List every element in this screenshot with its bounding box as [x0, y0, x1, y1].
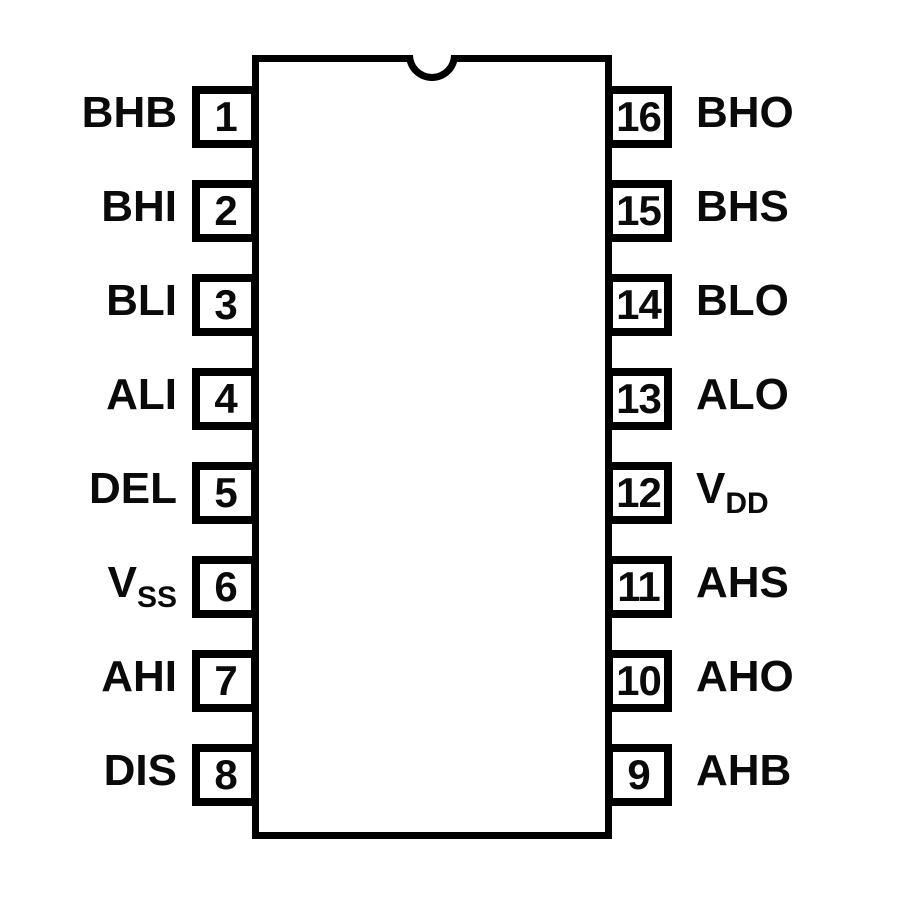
pin-label-11: AHS: [672, 561, 789, 613]
pin-number-12: 12: [616, 469, 662, 516]
pin-box-8: 8: [192, 744, 259, 806]
pin-box-9: 9: [605, 744, 672, 806]
pin-label-text: AHI: [101, 652, 177, 701]
pin-box-5: 5: [192, 462, 259, 524]
pin-row-14: 14 BLO: [605, 274, 895, 336]
pin-number-6: 6: [214, 563, 237, 610]
pin-label-5: DEL: [20, 467, 192, 519]
pin-number-3: 3: [214, 281, 237, 328]
pin-number-16: 16: [616, 93, 662, 140]
pin-label-16: BHO: [672, 91, 794, 143]
pin-number-11: 11: [617, 563, 660, 610]
pin-number-10: 10: [616, 657, 662, 704]
pin-label-text: V: [107, 558, 137, 607]
pin-box-14: 14: [605, 274, 672, 336]
pin-label-4: ALI: [20, 373, 192, 425]
pin-label-8: DIS: [20, 749, 192, 801]
pin-number-1: 1: [214, 93, 237, 140]
pin-label-2: BHI: [20, 185, 192, 237]
pin-label-text: ALO: [696, 370, 789, 419]
pin-row-2: BHI 2: [20, 180, 259, 242]
pin-row-16: 16 BHO: [605, 86, 895, 148]
pin-label-text: BHB: [81, 88, 177, 137]
pin-number-7: 7: [214, 657, 237, 704]
pin-number-5: 5: [214, 469, 237, 516]
pin-number-13: 13: [616, 375, 662, 422]
pin-row-10: 10 AHO: [605, 650, 895, 712]
pin-label-subscript: DD: [725, 487, 769, 520]
pin-number-2: 2: [214, 187, 237, 234]
pin-box-2: 2: [192, 180, 259, 242]
pin-box-13: 13: [605, 368, 672, 430]
pin-number-9: 9: [627, 751, 650, 798]
pin-box-6: 6: [192, 556, 259, 618]
pin-box-10: 10: [605, 650, 672, 712]
pin-box-15: 15: [605, 180, 672, 242]
pin-label-9: AHB: [672, 749, 791, 801]
pin-label-7: AHI: [20, 655, 192, 707]
pin-label-text: DEL: [89, 464, 177, 513]
pin-label-15: BHS: [672, 185, 789, 237]
pin-number-4: 4: [214, 375, 237, 422]
pin-label-text: V: [696, 464, 726, 513]
pin-label-text: AHS: [696, 558, 789, 607]
pin-label-14: BLO: [672, 279, 789, 331]
pin-box-11: 11: [605, 556, 672, 618]
pin-row-11: 11 AHS: [605, 556, 895, 618]
pin-label-text: BHO: [696, 88, 794, 137]
pin-number-15: 15: [616, 187, 662, 234]
pin-label-subscript: SS: [136, 581, 177, 614]
pin-row-12: 12 VDD: [605, 462, 895, 524]
pin-box-16: 16: [605, 86, 672, 148]
pin-label-13: ALO: [672, 373, 789, 425]
pin-row-8: DIS 8: [20, 744, 259, 806]
pin-row-13: 13 ALO: [605, 368, 895, 430]
pin-row-3: BLI 3: [20, 274, 259, 336]
pin1-orientation-notch-icon: [406, 55, 458, 81]
pin-label-12: VDD: [672, 467, 769, 519]
pin-row-1: BHB 1: [20, 86, 259, 148]
pin-row-4: ALI 4: [20, 368, 259, 430]
pin-label-text: BHI: [101, 182, 177, 231]
pin-row-5: DEL 5: [20, 462, 259, 524]
pin-box-7: 7: [192, 650, 259, 712]
pin-label-6: VSS: [20, 561, 192, 613]
pin-row-15: 15 BHS: [605, 180, 895, 242]
pin-label-1: BHB: [20, 91, 192, 143]
pin-label-text: BLO: [696, 276, 789, 325]
pin-row-9: 9 AHB: [605, 744, 895, 806]
pin-box-1: 1: [192, 86, 259, 148]
pin-row-7: AHI 7: [20, 650, 259, 712]
pin-label-text: DIS: [103, 746, 177, 795]
pin-label-text: AHB: [696, 746, 792, 795]
pin-label-text: BHS: [696, 182, 789, 231]
pin-box-3: 3: [192, 274, 259, 336]
pin-box-4: 4: [192, 368, 259, 430]
pin-label-text: ALI: [106, 370, 177, 419]
pin-label-text: AHO: [696, 652, 794, 701]
pin-row-6: VSS 6: [20, 556, 259, 618]
pin-number-8: 8: [214, 751, 237, 798]
pin-label-text: BLI: [106, 276, 177, 325]
pin-label-10: AHO: [672, 655, 794, 707]
pin-box-12: 12: [605, 462, 672, 524]
ic-package-body: [252, 55, 612, 839]
pin-label-3: BLI: [20, 279, 192, 331]
pin-number-14: 14: [616, 281, 662, 328]
